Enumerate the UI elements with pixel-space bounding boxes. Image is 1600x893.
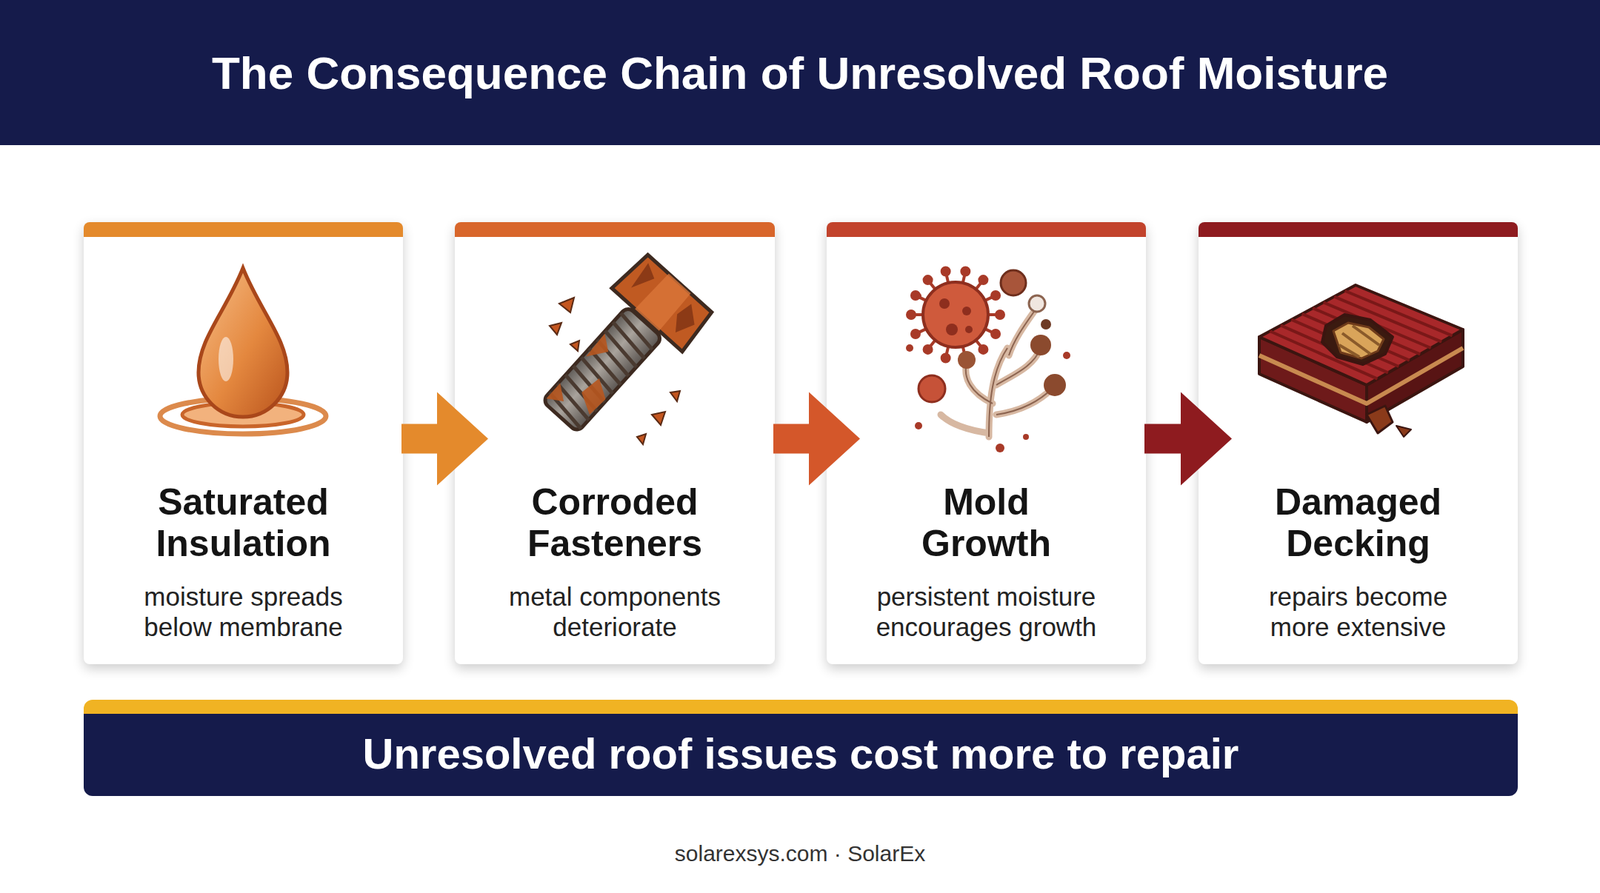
card-heading: Damaged Decking bbox=[1254, 481, 1463, 565]
summary-text: Unresolved roof issues cost more to repa… bbox=[362, 728, 1240, 779]
consequence-card: Mold Growth persistent moisture encourage… bbox=[826, 222, 1146, 665]
card-heading: Saturated Insulation bbox=[140, 481, 348, 565]
consequence-card: Corroded Fasteners metal components deter… bbox=[454, 222, 775, 665]
card-description: persistent moisture encourages growth bbox=[869, 582, 1103, 643]
title-bar: The Consequence Chain of Unresolved Roof… bbox=[0, 0, 1600, 146]
card-description: metal components deteriorate bbox=[498, 582, 732, 643]
summary-band: Unresolved roof issues cost more to repa… bbox=[83, 700, 1518, 797]
title-text: The Consequence Chain of Unresolved Roof… bbox=[211, 46, 1389, 100]
card-description: moisture spreads below membrane bbox=[126, 582, 360, 643]
card-heading: Mold Growth bbox=[882, 481, 1091, 565]
footer-label: solarexsys.com · SolarEx bbox=[0, 841, 1600, 867]
consequence-card: Saturated Insulation moisture spreads bel… bbox=[83, 222, 403, 665]
card-description: repairs become more extensive bbox=[1241, 582, 1475, 643]
card-heading: Corroded Fasteners bbox=[511, 481, 719, 565]
consequence-card: Damaged Decking repairs become more exten… bbox=[1198, 222, 1518, 665]
